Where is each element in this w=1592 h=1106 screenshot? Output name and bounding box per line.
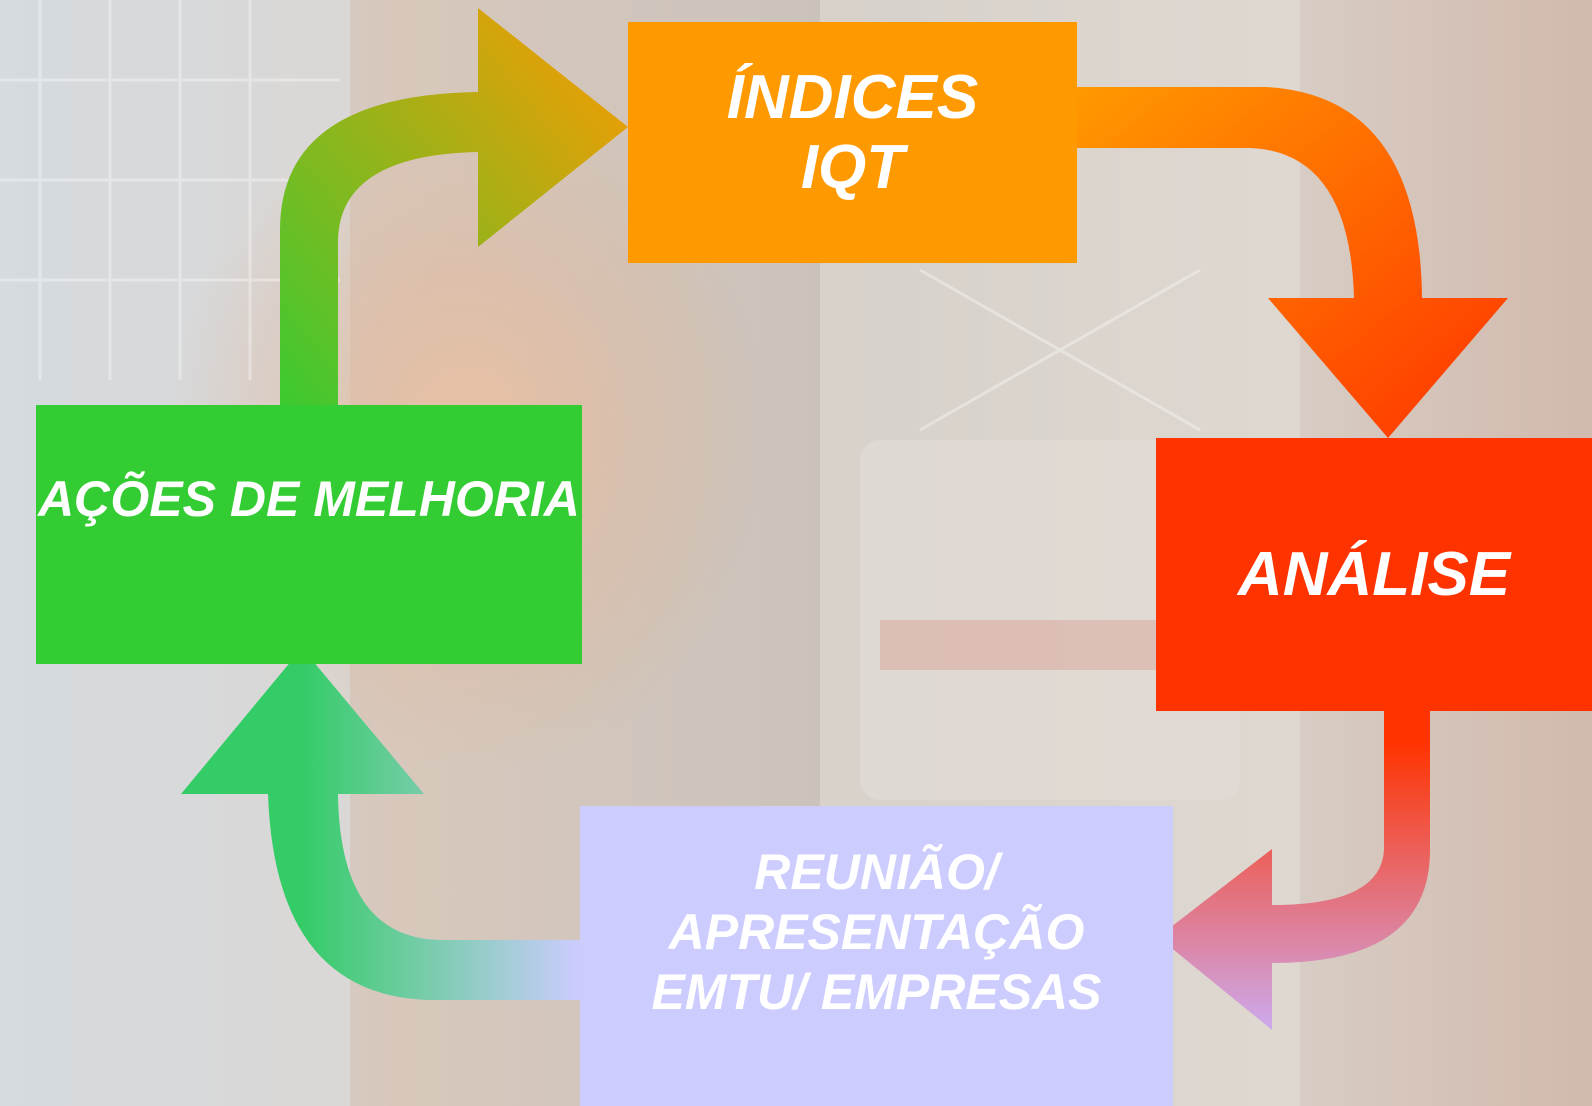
node-analise: ANÁLISE bbox=[1156, 438, 1592, 711]
node-reuniao: REUNIÃO/ APRESENTAÇÃO EMTU/ EMPRESAS bbox=[580, 806, 1173, 1106]
node-reuniao-line-1: REUNIÃO/ bbox=[754, 844, 999, 900]
node-acoes: AÇÕES DE MELHORIA bbox=[36, 405, 582, 664]
arrow-reuniao-to-acoes bbox=[181, 648, 580, 1000]
node-indices-line-2: IQT bbox=[800, 132, 905, 202]
arrow-acoes-to-indices bbox=[280, 8, 628, 440]
node-acoes-label: AÇÕES DE MELHORIA bbox=[38, 471, 580, 527]
node-indices-line-1: ÍNDICES bbox=[726, 62, 979, 132]
arrow-indices-to-analise bbox=[1077, 87, 1508, 438]
arrow-analise-to-reuniao bbox=[1158, 711, 1430, 1030]
node-reuniao-line-3: EMTU/ EMPRESAS bbox=[651, 964, 1102, 1020]
node-reuniao-line-2: APRESENTAÇÃO bbox=[668, 904, 1085, 960]
node-analise-label: ANÁLISE bbox=[1237, 539, 1511, 609]
node-indices: ÍNDICES IQT bbox=[628, 22, 1077, 263]
